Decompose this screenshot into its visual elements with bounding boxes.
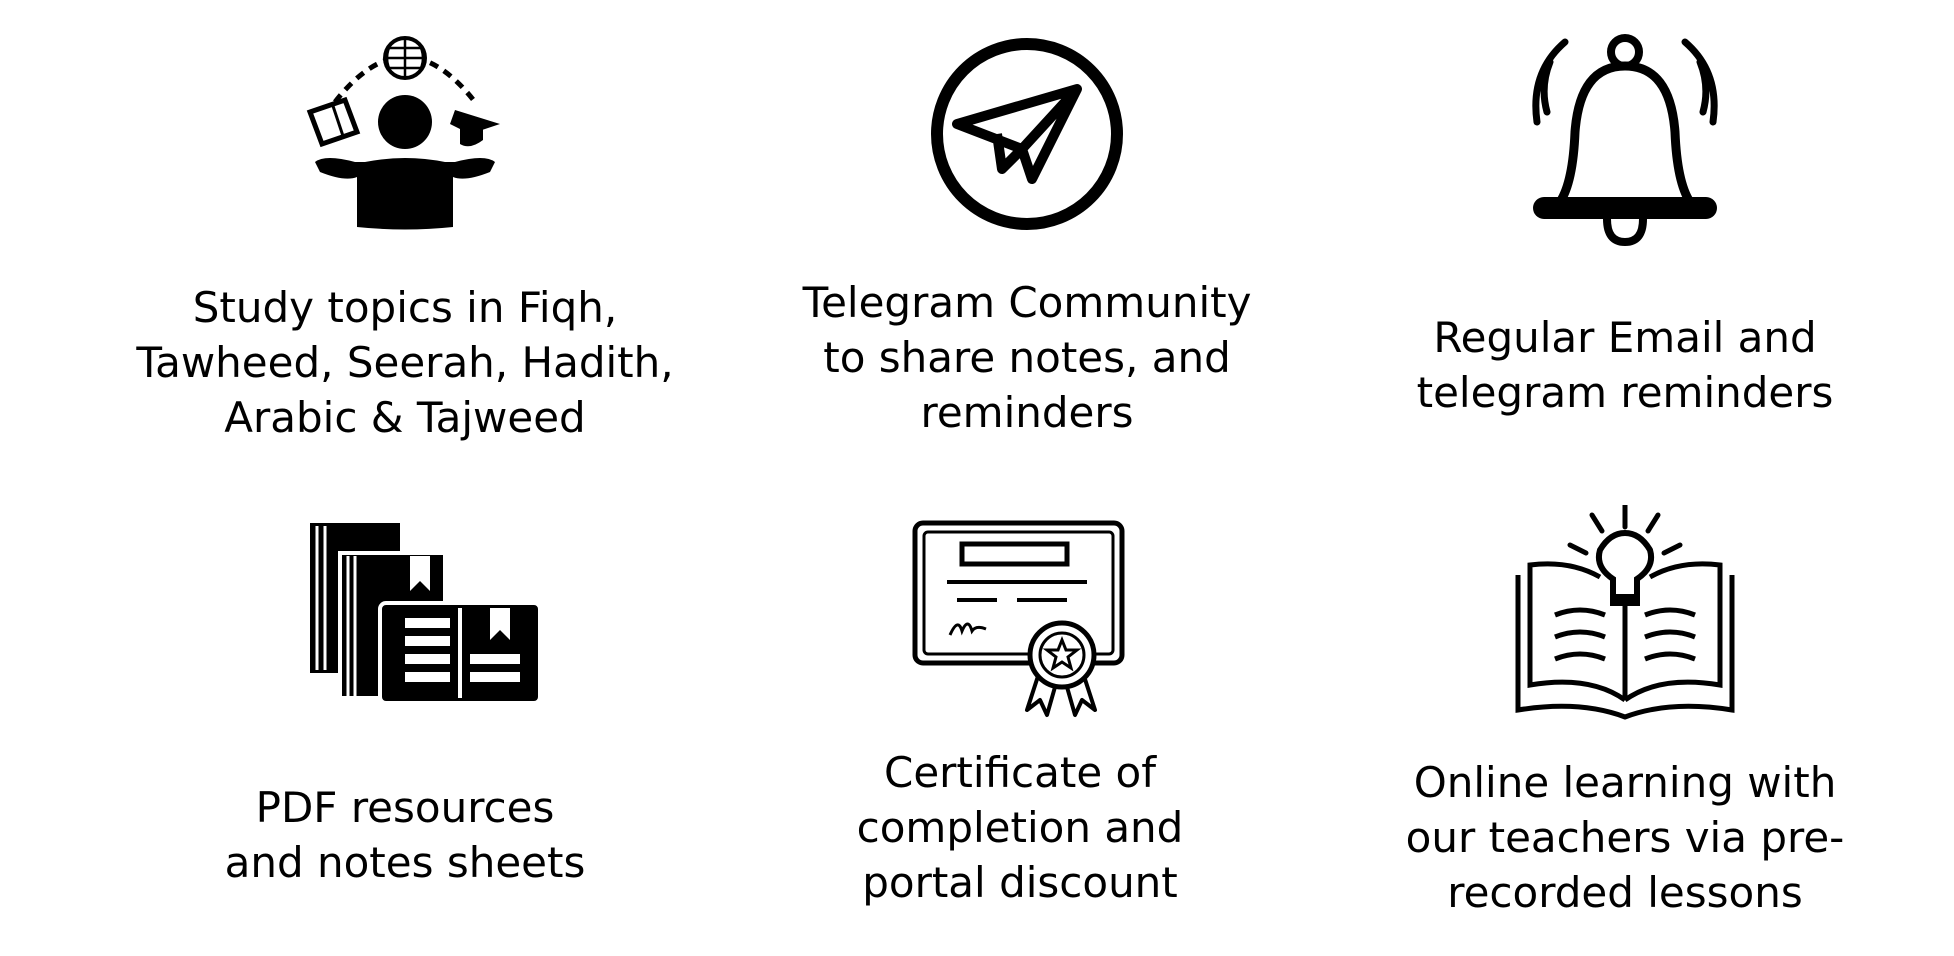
bell-icon: [1532, 34, 1718, 247]
feature-text-certificate: Certificate of completion and portal dis…: [856, 748, 1184, 907]
learner-juggling-icon: [306, 36, 500, 230]
books-icon: [310, 523, 542, 703]
certificate-icon: [912, 520, 1125, 717]
feature-text-pdf-resources: PDF resources and notes sheets: [224, 783, 586, 887]
open-book-idea-icon: [1515, 505, 1735, 720]
feature-text-online-learning: Online learning with our teachers via pr…: [1405, 758, 1845, 917]
feature-text-study-topics: Study topics in Fiqh, Tawheed, Seerah, H…: [136, 283, 674, 442]
feature-text-reminders: Regular Email and telegram reminders: [1416, 313, 1834, 417]
feature-text-telegram-community: Telegram Community to share notes, and r…: [802, 278, 1252, 437]
telegram-icon: [931, 38, 1123, 230]
